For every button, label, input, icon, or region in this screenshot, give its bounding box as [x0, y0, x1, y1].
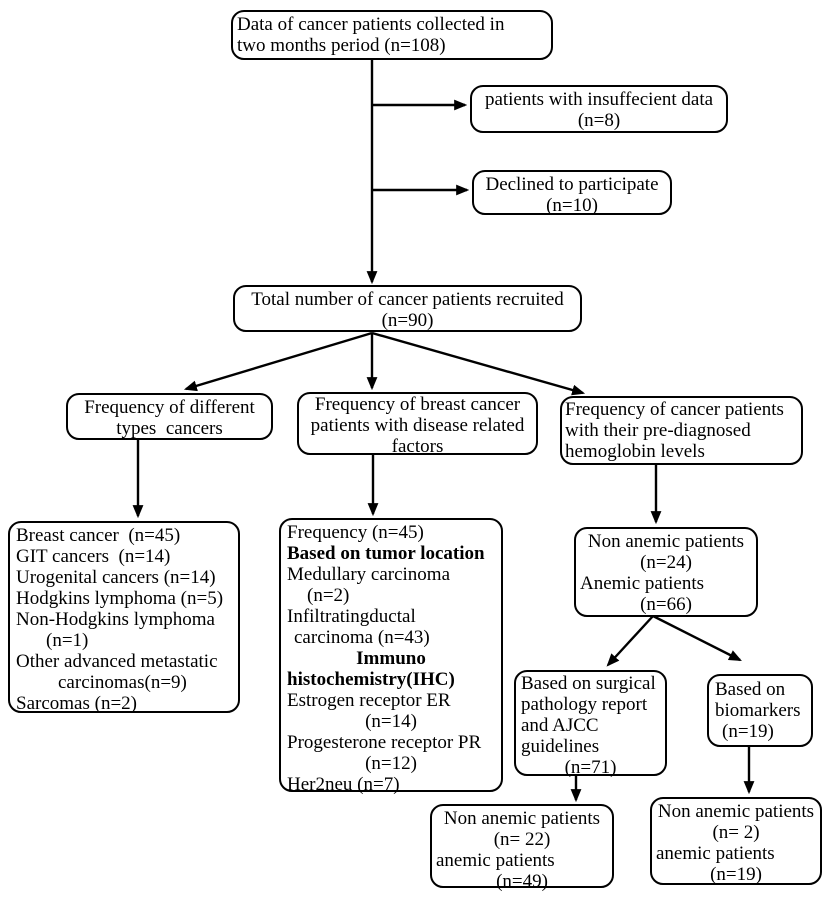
- text-line: (n=49): [496, 871, 548, 892]
- text-line: histochemistry(IHC): [287, 669, 455, 690]
- text-line: carcinomas(n=9): [58, 672, 187, 693]
- text-line: with their pre-diagnosed: [565, 420, 751, 441]
- node-freq-types: Frequency of different types cancers: [66, 393, 273, 440]
- arrow-split-to-surgical: [606, 615, 654, 667]
- text-line: (n=10): [546, 195, 598, 216]
- text-line: Data of cancer patients collected in: [237, 14, 505, 35]
- text-line: (n=19): [722, 721, 774, 742]
- node-biomarkers: Based on biomarkers (n=19): [707, 674, 813, 747]
- text-line: Non anemic patients: [657, 801, 815, 822]
- text-line: (n=14): [365, 711, 417, 732]
- node-biomarkers-outcome: Non anemic patients (n= 2) anemic patien…: [650, 797, 822, 885]
- text-line: patients with disease related: [310, 415, 525, 436]
- text-line: two months period (n=108): [237, 35, 446, 56]
- text-line: Immuno: [356, 648, 426, 669]
- text-line: (n=1): [46, 630, 89, 651]
- text-line: (n=66): [640, 594, 692, 615]
- text-line: GIT cancers (n=14): [16, 546, 171, 567]
- text-line: Other advanced metastatic: [16, 651, 218, 672]
- text-line: Based on tumor location: [287, 543, 485, 564]
- text-line: Sarcomas (n=2): [16, 693, 137, 714]
- text-line: (n=19): [710, 864, 762, 885]
- node-surgical-pathology: Based on surgical pathology report and A…: [514, 670, 667, 778]
- text-line: Her2neu (n=7): [287, 774, 400, 795]
- text-line: Non anemic patients: [587, 531, 745, 552]
- text-line: (n= 2): [712, 822, 760, 843]
- text-line: Anemic patients: [580, 573, 704, 594]
- node-declined: Declined to participate (n=10): [472, 170, 672, 216]
- arrow-total-to-freq-hgb: [371, 331, 586, 396]
- text-line: guidelines: [521, 736, 600, 757]
- node-cancer-types-list: Breast cancer (n=45) GIT cancers (n=14) …: [8, 521, 240, 714]
- node-surgical-outcome: Non anemic patients (n= 22) anemic patie…: [430, 804, 614, 892]
- text-line: Breast cancer (n=45): [16, 525, 181, 546]
- text-line: Urogenital cancers (n=14): [16, 567, 216, 588]
- text-line: Frequency of breast cancer: [314, 394, 521, 415]
- text-line: carcinoma (n=43): [294, 627, 430, 648]
- node-freq-hemoglobin: Frequency of cancer patients with their …: [560, 396, 803, 465]
- text-line: (n=24): [640, 552, 692, 573]
- text-line: and AJCC: [521, 715, 599, 736]
- text-line: pathology report: [521, 694, 648, 715]
- text-line: types cancers: [116, 418, 223, 439]
- text-line: Hodgkins lymphoma (n=5): [16, 588, 224, 609]
- text-line: Total number of cancer patients recruite…: [251, 289, 564, 310]
- text-line: (n=8): [577, 110, 621, 131]
- text-line: (n=12): [365, 753, 417, 774]
- text-line: (n=90): [381, 310, 434, 331]
- text-line: Non-Hodgkins lymphoma: [16, 609, 215, 630]
- node-freq-breast-factors: Frequency of breast cancer patients with…: [297, 392, 538, 457]
- arrow-total-to-freq-types: [183, 331, 373, 392]
- text-line: Non anemic patients: [443, 808, 601, 829]
- node-total-recruited: Total number of cancer patients recruite…: [233, 285, 582, 332]
- text-line: anemic patients: [436, 850, 555, 871]
- text-line: Frequency (n=45): [287, 522, 424, 543]
- node-data-collected: Data of cancer patients collected in two…: [231, 10, 553, 60]
- text-line: Frequency of cancer patients: [565, 399, 784, 420]
- text-line: patients with insuffecient data: [484, 89, 714, 110]
- node-insufficient-data: patients with insuffecient data (n=8): [470, 85, 728, 133]
- text-line: Frequency of different: [84, 397, 255, 418]
- text-line: (n=2): [307, 585, 350, 606]
- text-line: Infiltratingductal: [287, 606, 416, 627]
- text-line: Medullary carcinoma: [287, 564, 451, 585]
- text-line: anemic patients: [656, 843, 775, 864]
- text-line: hemoglobin levels: [565, 441, 705, 462]
- text-line: Estrogen receptor ER: [287, 690, 451, 711]
- node-anemic-status: Non anemic patients (n=24) Anemic patien…: [574, 527, 758, 617]
- text-line: Progesterone receptor PR: [287, 732, 482, 753]
- text-line: biomarkers: [715, 700, 801, 721]
- text-line: factors: [391, 436, 444, 457]
- text-line: Declined to participate: [485, 174, 659, 195]
- text-line: (n=71): [564, 757, 617, 778]
- text-line: (n= 22): [493, 829, 551, 850]
- text-line: Based on: [715, 679, 786, 700]
- text-line: Based on surgical: [521, 673, 656, 694]
- arrow-split-to-biomarkers: [652, 614, 742, 662]
- node-breast-factors-list: Frequency (n=45) Based on tumor location…: [279, 518, 503, 795]
